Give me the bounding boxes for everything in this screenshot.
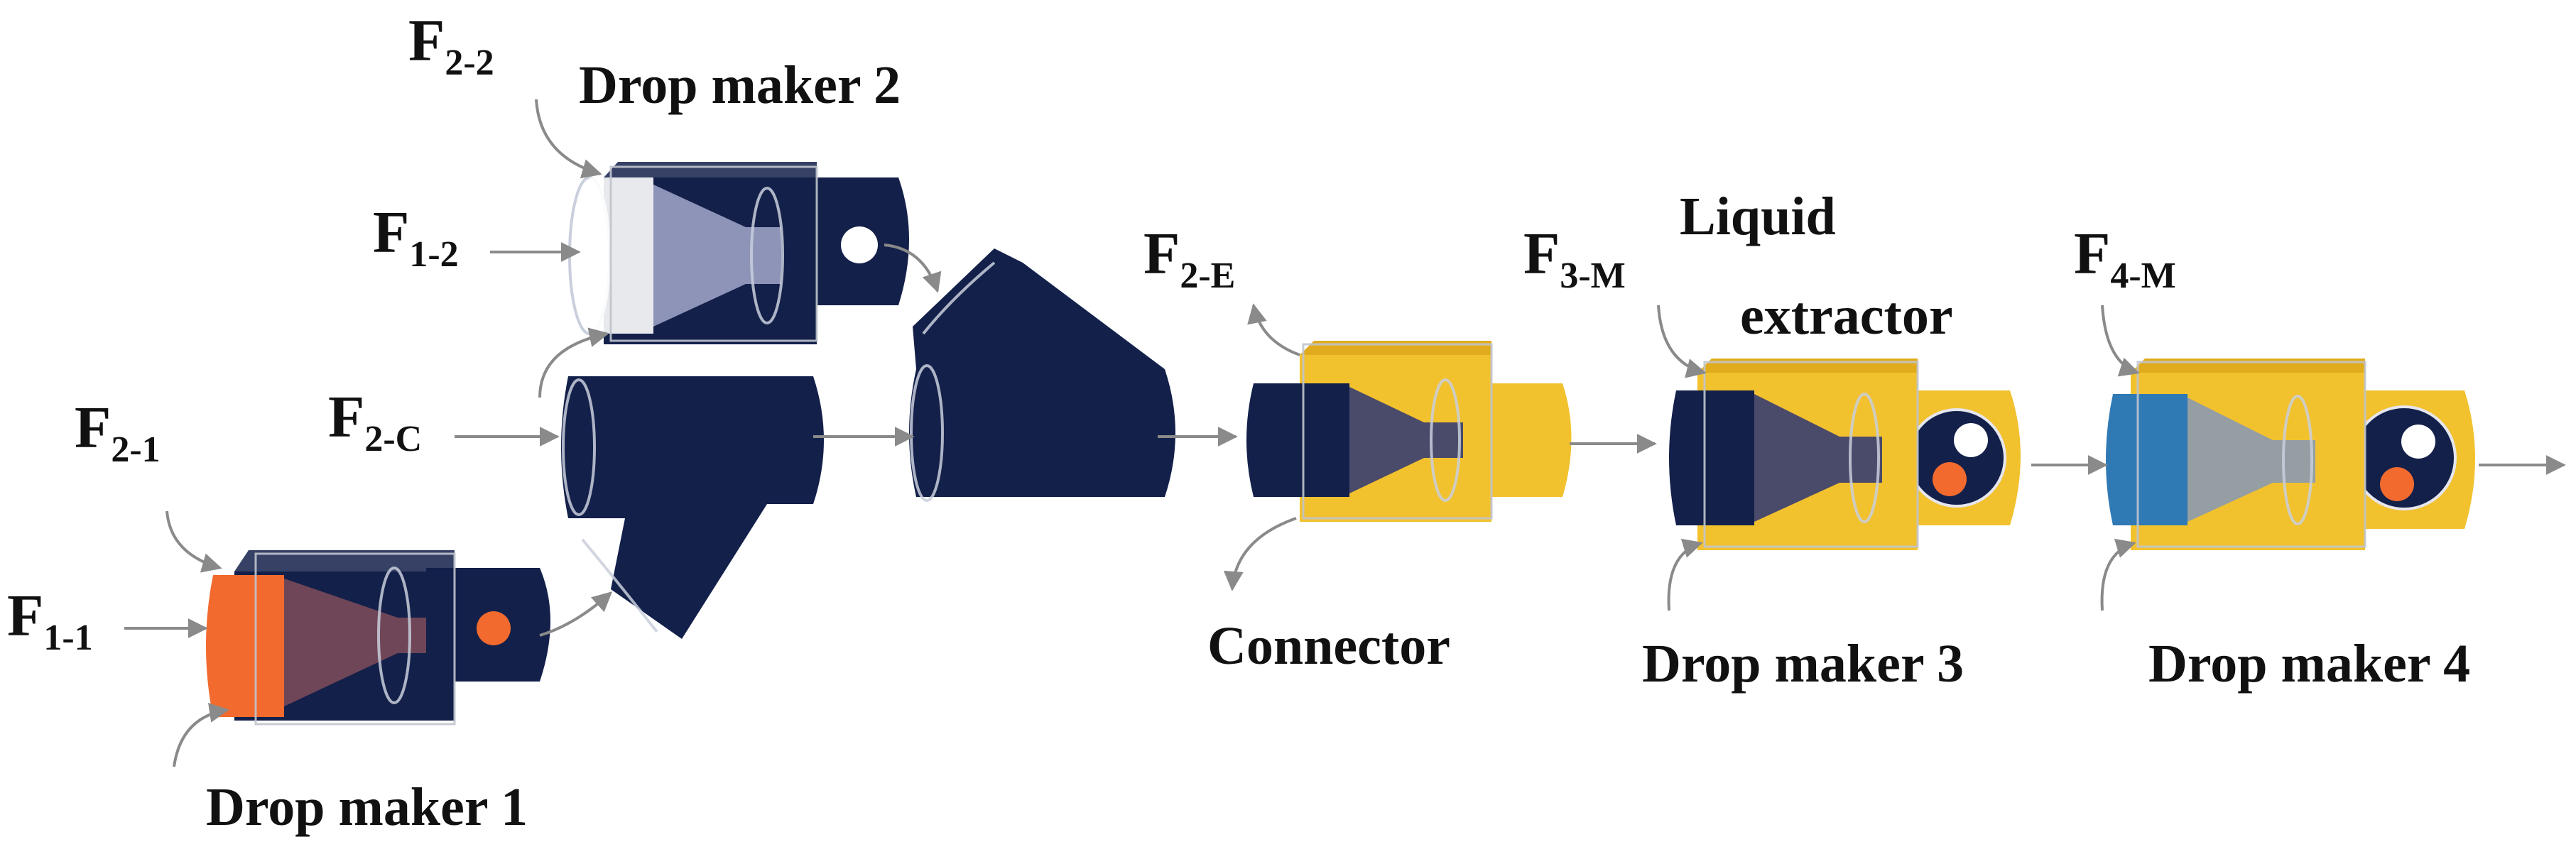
connector-unit [1246,341,1572,522]
white-droplet-dm2 [841,226,878,263]
label-connector: Connector [1207,616,1450,676]
blue-inlet-dm4 [2106,394,2188,525]
drop-maker-3 [1669,359,2021,550]
white-droplet-dm4 [2401,425,2435,459]
orange-inlet-dm1 [206,575,284,717]
drop-maker-1 [206,550,550,726]
orange-droplet-dm1 [477,611,511,645]
flow-label-f21: F2-1 [75,395,161,470]
flow-arrows [124,99,2566,767]
label-liquid: Liquid [1680,187,1836,246]
flow-label-f4m: F4-M [2074,221,2176,296]
drop-maker-4 [2106,359,2475,550]
orange-droplet-dm4 [2380,467,2414,501]
white-droplet-dm3 [1954,423,1988,457]
flow-label-f11: F1-1 [7,583,93,658]
label-extractor: extractor [1740,286,1953,346]
label-drop-maker-3: Drop maker 3 [1642,634,1964,694]
orange-droplet-dm3 [1933,462,1967,496]
flow-label-f2e: F2-E [1143,221,1235,296]
text-labels: Drop maker 1 Drop maker 2 Connector Drop… [7,8,2470,837]
flow-label-f3m: F3-M [1523,221,1626,296]
y-junction-upper [909,248,1175,502]
flow-label-f22: F2-2 [408,8,494,83]
label-drop-maker-2: Drop maker 2 [579,55,901,115]
drop-maker-2 [568,162,909,344]
y-junction-lower [561,376,824,639]
flow-label-f12: F1-2 [373,199,459,275]
label-drop-maker-4: Drop maker 4 [2148,634,2470,694]
label-drop-maker-1: Drop maker 1 [206,777,528,837]
flow-label-f2c: F2-C [328,384,422,459]
